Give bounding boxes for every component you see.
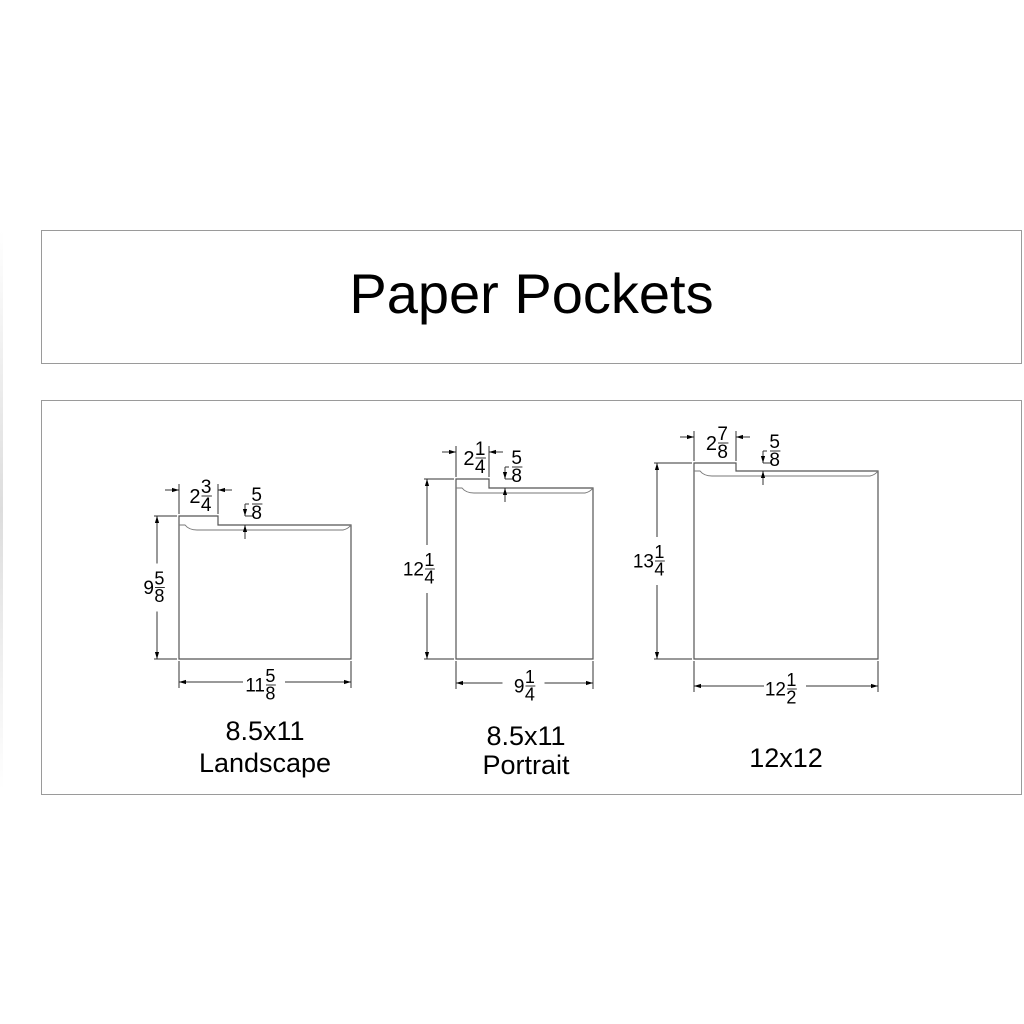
- label-mask: [243, 674, 285, 690]
- pocket-caption: 8.5x11: [486, 721, 565, 751]
- fraction-whole: 12: [403, 560, 424, 581]
- fraction-numerator: 1: [525, 667, 535, 687]
- fraction-denominator: 8: [265, 683, 275, 703]
- page-title: Paper Pockets: [349, 262, 714, 325]
- fraction-numerator: 5: [251, 485, 262, 506]
- fraction-denominator: 8: [251, 503, 262, 524]
- fraction-whole: 9: [514, 677, 525, 698]
- fraction-whole: 9: [143, 578, 154, 599]
- fraction-numerator: 5: [265, 666, 275, 686]
- pocket-fold-line: [179, 524, 352, 531]
- pocket-caption: 8.5x11: [225, 716, 304, 746]
- fraction-numerator: 5: [154, 569, 164, 589]
- fraction-numerator: 1: [786, 670, 796, 690]
- fraction-denominator: 4: [525, 684, 535, 704]
- fraction-numerator: 5: [511, 448, 522, 469]
- fraction-denominator: 8: [154, 586, 164, 606]
- label-mask: [764, 678, 806, 694]
- pocket-outline: [693, 462, 879, 660]
- pocket-outline: [455, 478, 594, 660]
- fraction-whole: 2: [463, 448, 474, 470]
- tab-depth-label: 58: [251, 485, 263, 524]
- pocket-fold-line: [456, 487, 594, 494]
- pocket-outline: [178, 515, 352, 660]
- fraction-denominator: 8: [769, 450, 780, 471]
- fraction-numerator: 1: [475, 439, 486, 460]
- title-panel: Paper Pockets: [41, 230, 1022, 364]
- tab-depth-label: 58: [769, 432, 781, 471]
- pocket-caption: 12x12: [749, 743, 823, 773]
- fraction-numerator: 5: [769, 432, 780, 453]
- pocket-fold-line: [694, 470, 879, 477]
- fraction-denominator: 4: [654, 559, 664, 579]
- diagram-panel: [41, 400, 1022, 795]
- fraction-denominator: 4: [475, 457, 486, 478]
- pocket-12x12: 12x12: [643, 431, 879, 773]
- fraction-whole: 2: [189, 486, 200, 508]
- fraction-whole: 13: [633, 552, 654, 573]
- fraction-denominator: 4: [424, 567, 434, 587]
- fraction-whole: 2: [706, 433, 717, 455]
- fraction-whole: 11: [245, 676, 265, 697]
- fraction-denominator: 2: [786, 687, 796, 707]
- pocket-caption: Portrait: [482, 750, 570, 780]
- fraction-denominator: 4: [201, 495, 212, 516]
- tab-depth-label: 58: [511, 448, 523, 487]
- fraction-numerator: 1: [654, 542, 664, 562]
- fraction-denominator: 8: [717, 442, 728, 463]
- pocket-caption: Landscape: [199, 748, 331, 778]
- fraction-denominator: 8: [511, 466, 522, 487]
- fraction-numerator: 3: [201, 477, 212, 498]
- label-mask: [502, 675, 545, 691]
- page-edge-shadow: [0, 230, 3, 790]
- fraction-whole: 12: [765, 680, 786, 701]
- fraction-numerator: 7: [717, 424, 728, 445]
- fraction-numerator: 1: [424, 550, 434, 570]
